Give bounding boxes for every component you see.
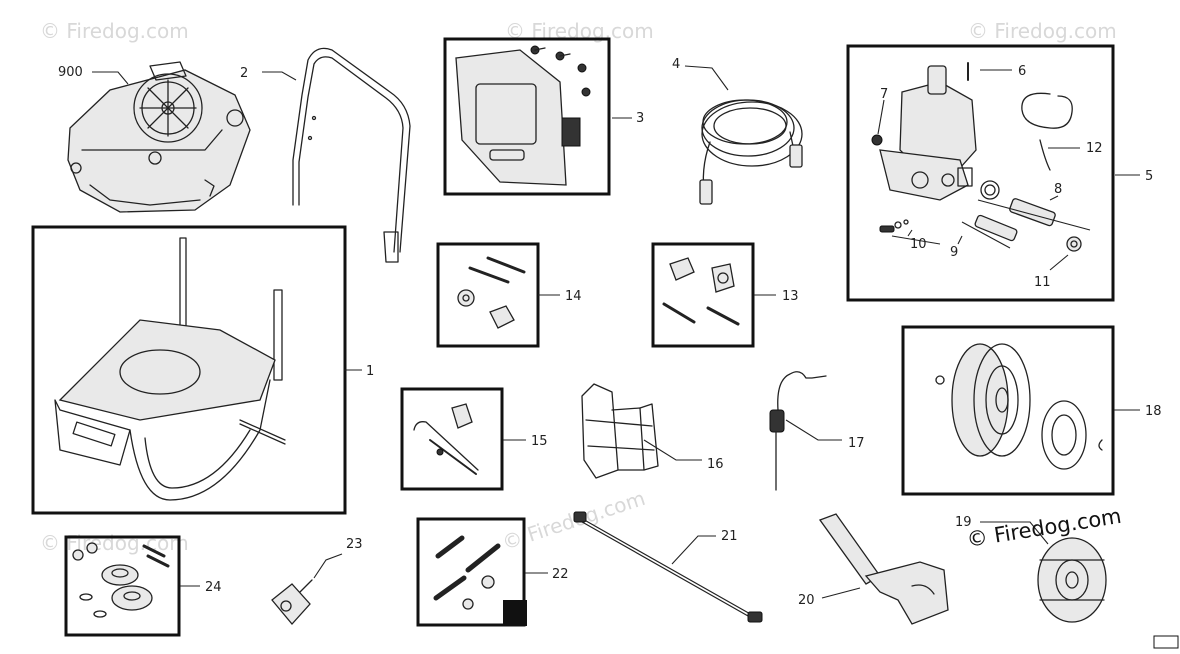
- part-900-engine[interactable]: [67, 61, 251, 213]
- part-21-lance[interactable]: [573, 511, 763, 623]
- callout-4: 4: [672, 57, 680, 72]
- callout-17: 17: [848, 436, 865, 451]
- callout-6: 6: [1018, 64, 1026, 79]
- callout-13: 13: [782, 289, 799, 304]
- callout-7: 7: [880, 87, 888, 102]
- part-20-spray-gun[interactable]: [818, 513, 949, 625]
- watermark-text: © Firedog.com: [40, 19, 189, 43]
- part-12-tube[interactable]: [1021, 92, 1073, 171]
- callout-20: 20: [798, 593, 815, 608]
- callout-10: 10: [910, 237, 927, 252]
- callout-5: 5: [1145, 169, 1153, 184]
- part-1-frame[interactable]: [54, 237, 286, 501]
- part-18-wheel[interactable]: [935, 343, 1103, 470]
- corner-marker: [1153, 635, 1179, 649]
- callout-9: 9: [950, 245, 958, 260]
- part-19-hub[interactable]: [1037, 537, 1107, 623]
- part-3-control-panel[interactable]: [455, 45, 591, 186]
- callout-8: 8: [1054, 182, 1062, 197]
- watermark-text: © Firedog.com: [968, 19, 1117, 43]
- part-box-22: [416, 517, 526, 627]
- part-box-5: [846, 44, 1115, 302]
- part-11-fitting[interactable]: [1066, 236, 1082, 252]
- callout-2: 2: [240, 66, 248, 81]
- part-box-13: [651, 242, 755, 348]
- callout-16: 16: [707, 457, 724, 472]
- callout-21: 21: [721, 529, 738, 544]
- part-13-hardware[interactable]: [662, 257, 740, 326]
- part-box-24: [64, 535, 181, 637]
- part-5-pump[interactable]: [879, 65, 977, 201]
- callout-19: 19: [955, 515, 972, 530]
- part-box-15: [400, 387, 504, 491]
- part-10-plug[interactable]: [879, 219, 909, 233]
- callout-23: 23: [346, 537, 363, 552]
- part-15-pin[interactable]: [413, 403, 479, 475]
- part-23-nozzle[interactable]: [271, 579, 313, 625]
- callout-18: 18: [1145, 404, 1162, 419]
- callout-3: 3: [636, 111, 644, 126]
- part-9-stem[interactable]: [974, 214, 1018, 242]
- part-box-3: [443, 37, 611, 196]
- part-16-holder[interactable]: [581, 383, 659, 479]
- brand-watermark: © Firedog.com: [965, 504, 1123, 552]
- watermark-text: © Firedog.com: [40, 531, 189, 555]
- callout-1: 1: [366, 364, 374, 379]
- callout-11: 11: [1034, 275, 1051, 290]
- callout-15: 15: [531, 434, 548, 449]
- part-7-valve[interactable]: [871, 99, 885, 146]
- part-2-handle[interactable]: [292, 47, 411, 263]
- part-box-18: [901, 325, 1115, 496]
- part-22-hardware[interactable]: [433, 535, 501, 610]
- part-24-bearings[interactable]: [72, 542, 170, 618]
- callout-900: 900: [58, 65, 83, 80]
- callout-14: 14: [565, 289, 582, 304]
- callout-24: 24: [205, 580, 222, 595]
- callout-22: 22: [552, 567, 569, 582]
- part-17-dipstick[interactable]: [769, 371, 827, 491]
- corner-marker: [503, 600, 527, 626]
- part-14-hardware[interactable]: [457, 256, 526, 329]
- part-4-hose[interactable]: [699, 99, 803, 205]
- callout-12: 12: [1086, 141, 1103, 156]
